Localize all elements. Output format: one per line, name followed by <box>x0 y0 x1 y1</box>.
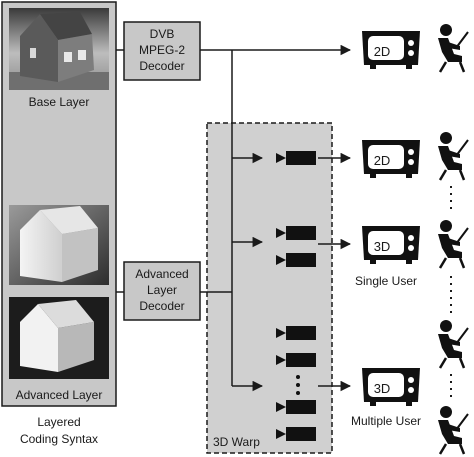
viewer-icon <box>438 132 468 180</box>
viewer-icon <box>438 220 468 268</box>
3d-warp-label: 3D Warp <box>213 435 260 449</box>
dvb-line-2: MPEG-2 <box>139 43 185 57</box>
display-label-1: 2D <box>374 44 391 59</box>
base-layer-label: Base Layer <box>29 95 90 109</box>
adv-line-3: Decoder <box>139 299 184 313</box>
caption-line-1: Layered <box>37 415 80 429</box>
depth-map-image <box>9 205 109 285</box>
advanced-layer-label: Advanced Layer <box>16 388 103 402</box>
dvb-line-1: DVB <box>150 27 175 41</box>
viewer-icon <box>438 320 468 368</box>
display-label-2: 2D <box>374 153 391 168</box>
adv-line-1: Advanced <box>135 267 188 281</box>
adv-line-2: Layer <box>147 283 177 297</box>
viewer-icon <box>438 406 468 454</box>
tv-icon <box>362 226 420 264</box>
tv-icon <box>362 140 420 178</box>
display-label-4: 3D <box>374 381 391 396</box>
multiple-user-label: Multiple User <box>351 414 421 428</box>
tv-icon <box>362 368 420 406</box>
viewer-icon <box>438 24 468 72</box>
camera-ellipsis <box>296 375 300 395</box>
display-label-3: 3D <box>374 239 391 254</box>
dvb-line-3: Decoder <box>139 59 184 73</box>
tv-icon <box>362 31 420 69</box>
caption-line-2: Coding Syntax <box>20 432 98 446</box>
advanced-layer-image <box>9 297 109 379</box>
base-layer-image <box>9 8 109 90</box>
single-user-label: Single User <box>355 274 417 288</box>
